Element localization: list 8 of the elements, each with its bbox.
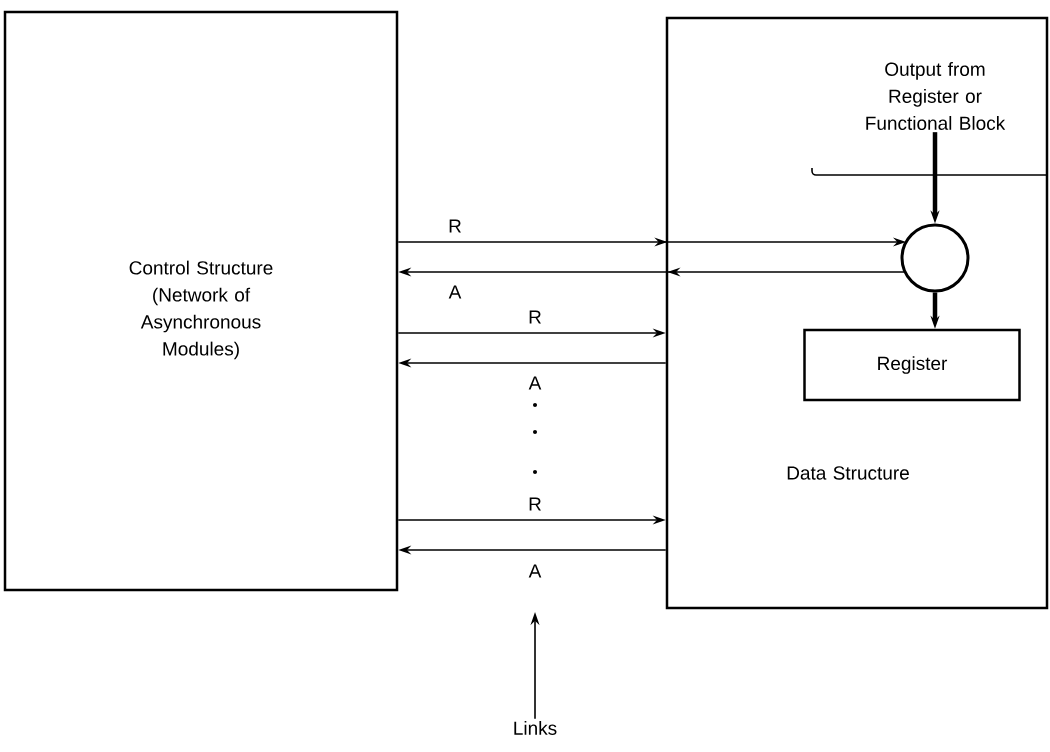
register-box: Register	[803, 328, 1021, 402]
edge-label: R	[527, 309, 543, 325]
control-structure-box: Control Structure (Network of Asynchronous Modules)	[3, 10, 399, 592]
output-label: Output from Register or Functional Block	[811, 62, 1049, 176]
edge-label: R	[527, 496, 543, 512]
merge-circle	[900, 223, 970, 293]
links-label: Links	[514, 721, 557, 735]
edge-label: R	[447, 218, 463, 234]
